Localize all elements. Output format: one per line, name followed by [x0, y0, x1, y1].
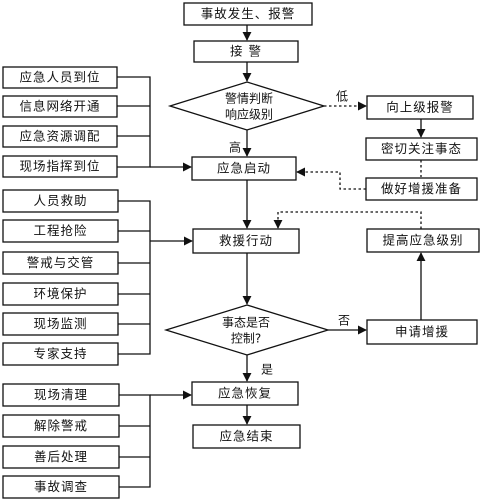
- emergency-end-node: 应急结束: [192, 424, 301, 449]
- edge-label-no: 否: [338, 314, 350, 328]
- start-task-label: 信息网络开通: [19, 99, 100, 114]
- accident-report-label: 事故发生、报警: [201, 6, 296, 21]
- emergency-end-label: 应急结束: [219, 429, 273, 444]
- accident-report-node: 事故发生、报警: [183, 2, 313, 26]
- rescue-task-monitoring: 现场监测: [2, 312, 119, 336]
- rescue-task-traffic: 警戒与交管: [2, 251, 119, 275]
- start-task-personnel: 应急人员到位: [2, 66, 118, 89]
- judge-level-label-line1: 警情判断: [225, 91, 273, 106]
- edge-raise-to-rescue: [273, 211, 422, 229]
- receive-alarm-node: 接 警: [193, 40, 299, 63]
- rescue-task-label: 环境保护: [33, 286, 87, 301]
- raise-level-label: 提高应急级别: [382, 233, 463, 248]
- emergency-start-label: 应急启动: [217, 161, 271, 176]
- rescue-action-node: 救援行动: [192, 228, 300, 254]
- prepare-reinforcement-node: 做好增援准备: [365, 177, 478, 201]
- rescue-task-label: 人员救助: [33, 193, 87, 208]
- receive-alarm-label: 接 警: [230, 44, 262, 59]
- monitor-situation-node: 密切关注事态: [365, 137, 478, 161]
- report-superior-label: 向上级报警: [386, 100, 454, 115]
- recover-task-investigation: 事故调查: [2, 475, 120, 499]
- situation-control-label-line2: 控制?: [231, 332, 261, 346]
- edge-label-high: 高: [229, 140, 241, 155]
- rescue-task-personnel: 人员救助: [2, 189, 119, 213]
- raise-level-node: 提高应急级别: [366, 228, 480, 253]
- rescue-task-label: 现场监测: [33, 316, 87, 331]
- monitor-situation-label: 密切关注事态: [381, 141, 462, 156]
- situation-control-decision: 事态是否 控制?: [163, 304, 331, 356]
- recover-task-label: 现场清理: [34, 387, 88, 402]
- recover-task-aftermath: 善后处理: [2, 445, 120, 469]
- situation-control-label-line1: 事态是否: [222, 316, 270, 330]
- start-task-resources: 应急资源调配: [2, 125, 118, 148]
- recover-task-label: 事故调查: [34, 479, 88, 494]
- rescue-task-label: 专家支持: [33, 346, 87, 361]
- recover-task-cleanup: 现场清理: [2, 383, 120, 407]
- prepare-reinforcement-label: 做好增援准备: [381, 181, 462, 196]
- recover-task-lift-cordon: 解除警戒: [2, 414, 120, 438]
- edge-label-low: 低: [336, 90, 348, 104]
- rescue-task-environment: 环境保护: [2, 282, 119, 306]
- emergency-recovery-label: 应急恢复: [218, 386, 272, 401]
- report-superior-node: 向上级报警: [366, 95, 474, 120]
- edge-label-yes: 是: [261, 363, 273, 377]
- recover-task-label: 善后处理: [34, 449, 88, 464]
- start-task-command: 现场指挥到位: [2, 155, 118, 178]
- rescue-task-engineering: 工程抢险: [2, 219, 119, 243]
- emergency-recovery-node: 应急恢复: [191, 381, 299, 406]
- bracket-rescue-group: [118, 200, 151, 355]
- recover-task-label: 解除警戒: [34, 418, 88, 433]
- rescue-action-label: 救援行动: [219, 233, 273, 248]
- edge-prepare-to-start-return: [296, 167, 366, 190]
- judge-level-decision: 警情判断 响应级别: [167, 81, 327, 131]
- start-task-label: 应急人员到位: [19, 70, 100, 85]
- start-task-label: 现场指挥到位: [19, 159, 100, 174]
- emergency-start-node: 应急启动: [191, 156, 297, 181]
- rescue-task-label: 警戒与交管: [27, 255, 95, 270]
- start-task-network: 信息网络开通: [2, 95, 118, 118]
- request-reinforcement-node: 申请增援: [366, 319, 478, 345]
- request-reinforcement-label: 申请增援: [395, 324, 449, 339]
- rescue-task-label: 工程抢险: [33, 223, 87, 238]
- bracket-recover-group: [119, 394, 151, 488]
- rescue-task-experts: 专家支持: [2, 342, 119, 366]
- judge-level-label-line2: 响应级别: [225, 107, 273, 122]
- start-task-label: 应急资源调配: [19, 129, 100, 144]
- bracket-start-group: [117, 76, 151, 168]
